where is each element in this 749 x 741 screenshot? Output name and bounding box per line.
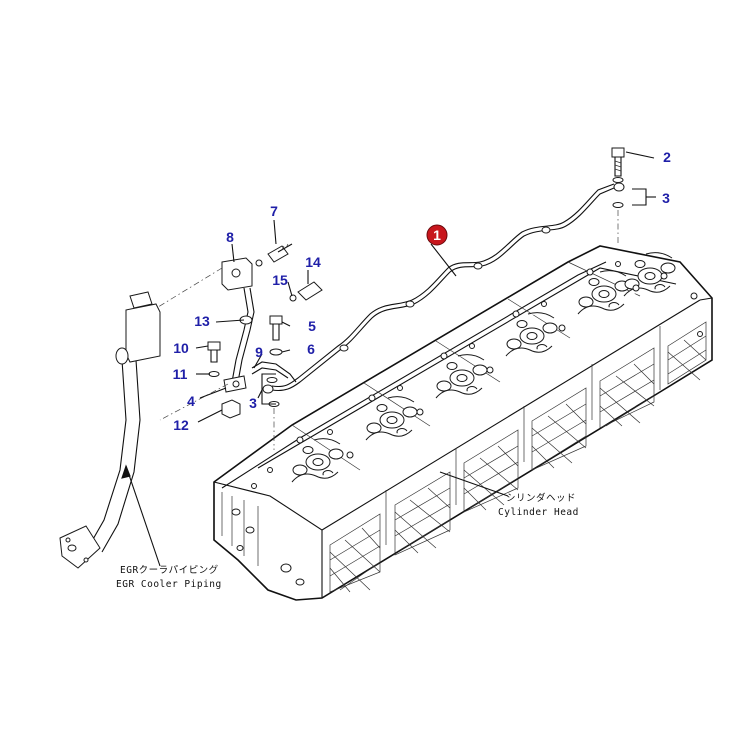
part-callout-13[interactable]: 13 xyxy=(194,313,210,329)
leader-lines xyxy=(121,151,656,567)
valve-detail xyxy=(645,252,673,259)
part-callout-15[interactable]: 15 xyxy=(272,272,288,288)
valve-clusters xyxy=(291,252,676,483)
valve-detail xyxy=(472,364,488,376)
part-callout-14[interactable]: 14 xyxy=(305,254,321,270)
valve-detail xyxy=(365,429,413,441)
valve-detail xyxy=(577,303,625,315)
valve-detail xyxy=(313,438,341,445)
valve-detail xyxy=(328,448,344,460)
bracket-group xyxy=(139,243,323,421)
valve-detail xyxy=(386,416,398,424)
valve-detail xyxy=(527,312,555,319)
valve-detail xyxy=(505,345,553,357)
valve-detail xyxy=(644,272,656,280)
part-callout-1[interactable]: 1 xyxy=(433,227,441,243)
cylinder-head-drawing xyxy=(213,245,713,601)
valve-detail xyxy=(660,262,676,274)
valve-detail xyxy=(457,354,485,361)
valve-detail xyxy=(402,406,418,418)
valve-detail xyxy=(291,471,339,483)
part-callout-8[interactable]: 8 xyxy=(226,229,234,245)
valve-detail xyxy=(599,270,627,277)
part-callout-3[interactable]: 3 xyxy=(662,190,670,206)
valve-detail xyxy=(435,387,483,399)
valve-detail xyxy=(376,404,388,412)
egr-pipe-drawing xyxy=(59,291,161,569)
valve-detail xyxy=(312,458,324,466)
valve-detail xyxy=(446,362,458,370)
part-callout-10[interactable]: 10 xyxy=(173,340,189,356)
egr-piping-label-jp: EGRクーラパイピング xyxy=(120,564,219,576)
tube-assembly xyxy=(262,147,625,450)
valve-detail xyxy=(598,290,610,298)
valve-detail xyxy=(456,374,468,382)
valve-detail xyxy=(302,446,314,454)
valve-detail xyxy=(542,322,558,334)
part-callout-6[interactable]: 6 xyxy=(307,341,315,357)
valve-detail xyxy=(516,320,528,328)
valve-detail xyxy=(366,422,382,434)
valve-detail xyxy=(506,338,522,350)
valve-detail xyxy=(634,260,646,268)
part-callout-3[interactable]: 3 xyxy=(249,395,257,411)
part-callout-12[interactable]: 12 xyxy=(173,417,189,433)
valve-detail xyxy=(436,380,452,392)
part-callout-11[interactable]: 11 xyxy=(173,366,188,382)
valve-detail xyxy=(588,278,600,286)
part-callout-9[interactable]: 9 xyxy=(255,344,263,360)
valve-detail xyxy=(292,464,308,476)
cylinder-head-label-en: Cylinder Head xyxy=(498,507,579,518)
text-labels: シリンダヘッド Cylinder Head EGRクーラパイピング EGR Co… xyxy=(116,492,579,590)
egr-piping-label-en: EGR Cooler Piping xyxy=(116,579,222,590)
part-callout-4[interactable]: 4 xyxy=(187,393,195,409)
part-callout-5[interactable]: 5 xyxy=(308,318,316,334)
valve-detail xyxy=(387,396,415,403)
callout-highlight-circle xyxy=(426,224,448,246)
cylinder-head-label-jp: シリンダヘッド xyxy=(506,492,576,504)
valve-detail xyxy=(526,332,538,340)
part-callout-2[interactable]: 2 xyxy=(663,149,671,165)
part-callout-7[interactable]: 7 xyxy=(270,203,278,219)
valve-detail xyxy=(578,296,594,308)
